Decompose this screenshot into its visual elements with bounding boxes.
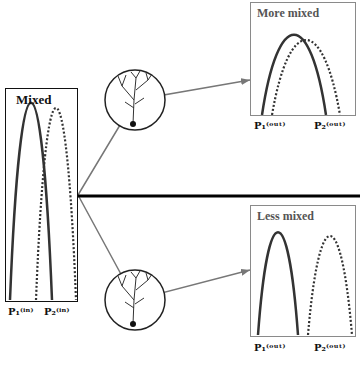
- solid-curve: [262, 35, 326, 115]
- dotted-curve: [308, 236, 352, 335]
- solid-curve: [10, 103, 52, 300]
- box-heading: Mixed: [16, 92, 51, 108]
- output-box: More mixed: [250, 2, 356, 116]
- distribution-label: P₁⁽ⁱⁿ⁾: [8, 306, 33, 317]
- divider-line: [78, 195, 360, 198]
- distribution-label: P₁⁽ᵒᵘᵗ⁾: [254, 120, 285, 131]
- distribution-label: P₁⁽ᵒᵘᵗ⁾: [254, 342, 285, 353]
- neuron-icon: [105, 270, 165, 330]
- distribution-label: P₂⁽ⁱⁿ⁾: [44, 306, 69, 317]
- solid-curve: [258, 232, 298, 335]
- distribution-label: P₂⁽ᵒᵘᵗ⁾: [314, 120, 345, 131]
- dotted-curve: [36, 108, 76, 300]
- distribution-label: P₂⁽ᵒᵘᵗ⁾: [314, 342, 345, 353]
- flow-arrow: [78, 195, 250, 300]
- output-box: Less mixed: [250, 205, 356, 337]
- input-box: Mixed: [5, 88, 78, 302]
- dotted-curve: [272, 40, 340, 115]
- box-heading: More mixed: [257, 6, 319, 21]
- box-heading: Less mixed: [257, 209, 314, 224]
- neuron-icon: [105, 70, 165, 130]
